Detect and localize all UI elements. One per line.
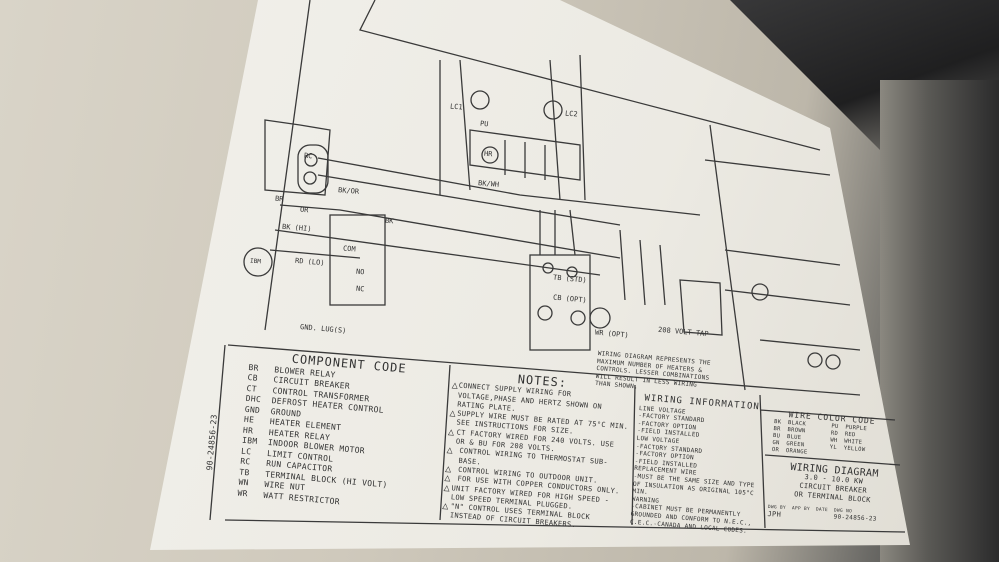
label-no: NO	[355, 267, 365, 277]
cabinet-panel	[880, 80, 999, 562]
transformer	[679, 279, 723, 336]
label-bk: BK	[384, 216, 394, 226]
label-hr: HR	[483, 149, 493, 159]
label-br: BR	[274, 194, 284, 204]
label-lc1: LC1	[449, 102, 463, 112]
table-borders	[209, 344, 906, 533]
wire-color: YELLOW	[843, 445, 866, 454]
indoor-blower-motor	[243, 247, 273, 277]
notes-table: NOTES: △CONNECT SUPPLY WIRING FOR VOLTAG…	[441, 370, 632, 534]
run-capacitor-housing	[297, 144, 329, 194]
label-com: COM	[342, 244, 356, 254]
wire-color: ORANGE	[785, 447, 808, 456]
label-lc2: LC2	[564, 109, 578, 119]
wiring-information-table: WIRING INFORMATION LINE VOLTAGE -FACTORY…	[630, 393, 765, 535]
terminal-block	[529, 254, 591, 351]
date-label: DATE	[815, 507, 829, 514]
component-code: WR	[237, 487, 249, 498]
wire-code: YL	[829, 444, 838, 451]
label-nc: NC	[355, 284, 365, 294]
right-schematic	[704, 124, 861, 391]
rc-terminal-1	[304, 153, 318, 167]
label-bk-or: BK/OR	[337, 186, 360, 196]
label-or: OR	[299, 205, 309, 215]
rc-terminal-2	[303, 171, 317, 185]
horizontal-wires	[269, 157, 701, 276]
heater-section	[439, 54, 586, 201]
outer-wires	[264, 0, 821, 331]
label-rc: RC	[303, 151, 313, 161]
dwg-by: JPH	[767, 509, 782, 519]
wire-color: RED	[844, 431, 856, 439]
label-pu: PU	[479, 119, 489, 129]
blower-relay	[329, 214, 386, 306]
label-ibm: IBM	[249, 257, 262, 266]
wire-color: BLUE	[786, 434, 802, 442]
wire-code: OR	[771, 446, 780, 454]
label-bk-wh: BK/WH	[477, 179, 500, 189]
app-by-label: APP BY	[791, 506, 811, 513]
watt-restrictor	[589, 307, 611, 329]
